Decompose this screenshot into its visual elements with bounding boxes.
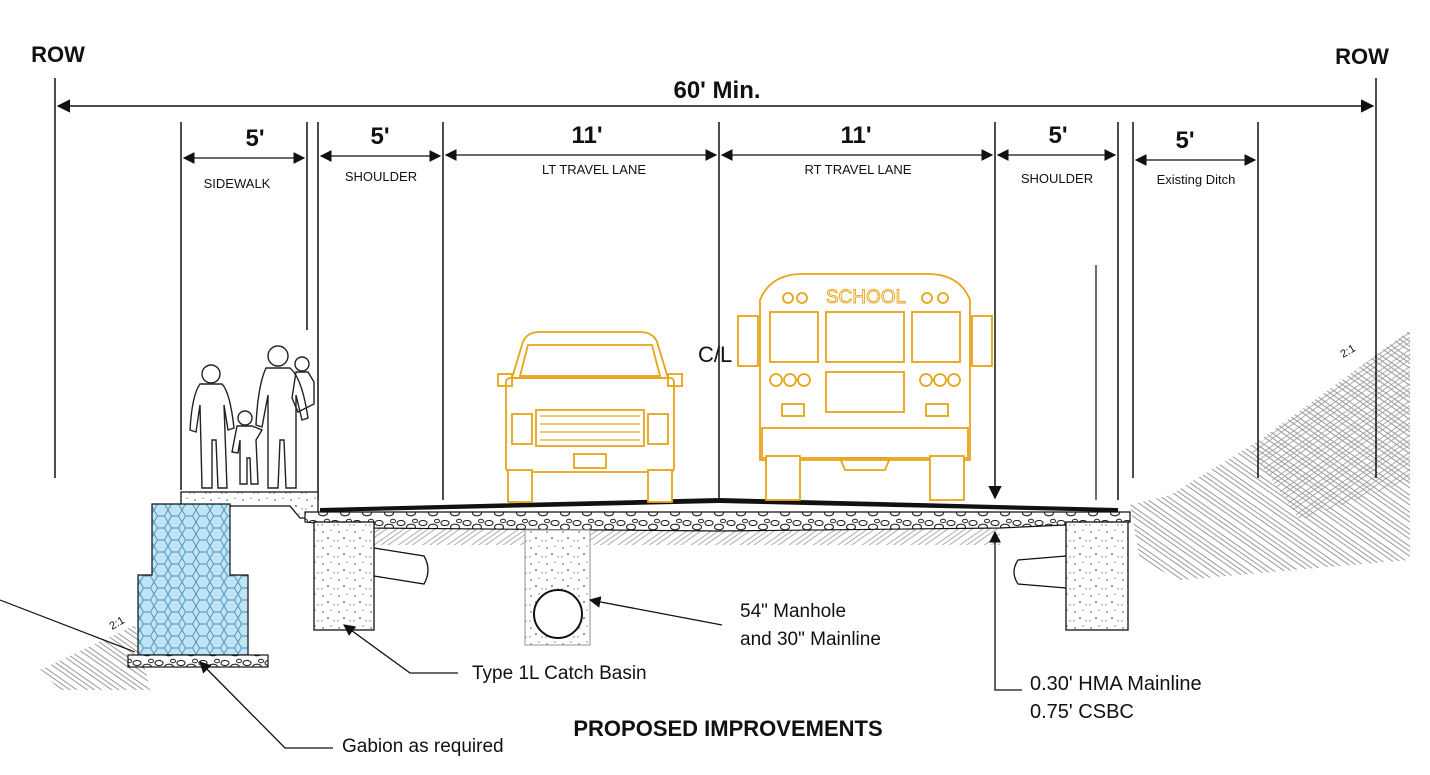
school-bus [737, 273, 993, 501]
leader-catch-basin [343, 624, 458, 674]
callout-gabion: Gabion as required [342, 736, 504, 757]
left-embankment [40, 625, 150, 690]
segment-dim: 5' [1175, 127, 1194, 154]
segment-rt-travel-lane: 11' RT TRAVEL LANE [720, 122, 994, 177]
segment-dim: 5' [245, 125, 264, 152]
row-label-left: ROW [31, 42, 85, 67]
segment-label: Existing Ditch [1157, 172, 1236, 187]
segment-sidewalk: 5' SIDEWALK [182, 125, 306, 191]
pickup-truck [497, 331, 683, 503]
segment-label: LT TRAVEL LANE [542, 162, 646, 177]
left-slope-line [0, 599, 136, 653]
segment-label: RT TRAVEL LANE [805, 162, 912, 177]
callout-hma: 0.30' HMA Mainline [1030, 673, 1202, 695]
segment-dim: 5' [1048, 122, 1067, 149]
hma-surface [320, 498, 1118, 512]
leader-gabion [199, 661, 333, 749]
csbc-base [304, 511, 1131, 532]
overall-width-label: 60' Min. [673, 77, 760, 104]
bus-sign: SCHOOL [826, 287, 906, 308]
mainline-pipe [533, 589, 583, 639]
right-embankment-hatch2 [1250, 330, 1410, 520]
callout-manhole-line1: 54" Manhole [740, 601, 846, 622]
gabion [137, 503, 249, 656]
segment-lt-travel-lane: 11' LT TRAVEL LANE [444, 122, 718, 177]
pipe-left [373, 547, 429, 585]
pipe-right [1013, 555, 1067, 589]
slope-label-right: 2:1 [1339, 343, 1358, 361]
segment-left-shoulder: 5' SHOULDER [319, 123, 442, 184]
segment-dim: 5' [370, 123, 389, 150]
catch-basin-right [1065, 521, 1129, 631]
pedestrian-figures [189, 345, 315, 489]
centerline-label: C/L [698, 342, 732, 367]
segment-label: SIDEWALK [204, 176, 271, 191]
slope-label-left: 2:1 [108, 615, 127, 633]
segment-label: SHOULDER [1021, 171, 1093, 186]
segment-existing-ditch: 5' Existing Ditch [1134, 127, 1257, 187]
leader-manhole [588, 596, 723, 626]
segment-label: SHOULDER [345, 169, 417, 184]
segment-right-shoulder: 5' SHOULDER [996, 122, 1117, 186]
row-label-right: ROW [1335, 44, 1389, 69]
callout-catch-basin: Type 1L Catch Basin [472, 663, 647, 684]
segment-dim: 11' [571, 122, 602, 149]
callout-csbc: 0.75' CSBC [1030, 701, 1134, 723]
diagram-title: PROPOSED IMPROVEMENTS [573, 716, 882, 741]
leader-hma [989, 530, 1022, 691]
gabion-base [127, 654, 269, 668]
callout-manhole-line2: and 30" Mainline [740, 629, 881, 650]
segment-dim: 11' [840, 122, 871, 149]
catch-basin-left [313, 521, 375, 631]
